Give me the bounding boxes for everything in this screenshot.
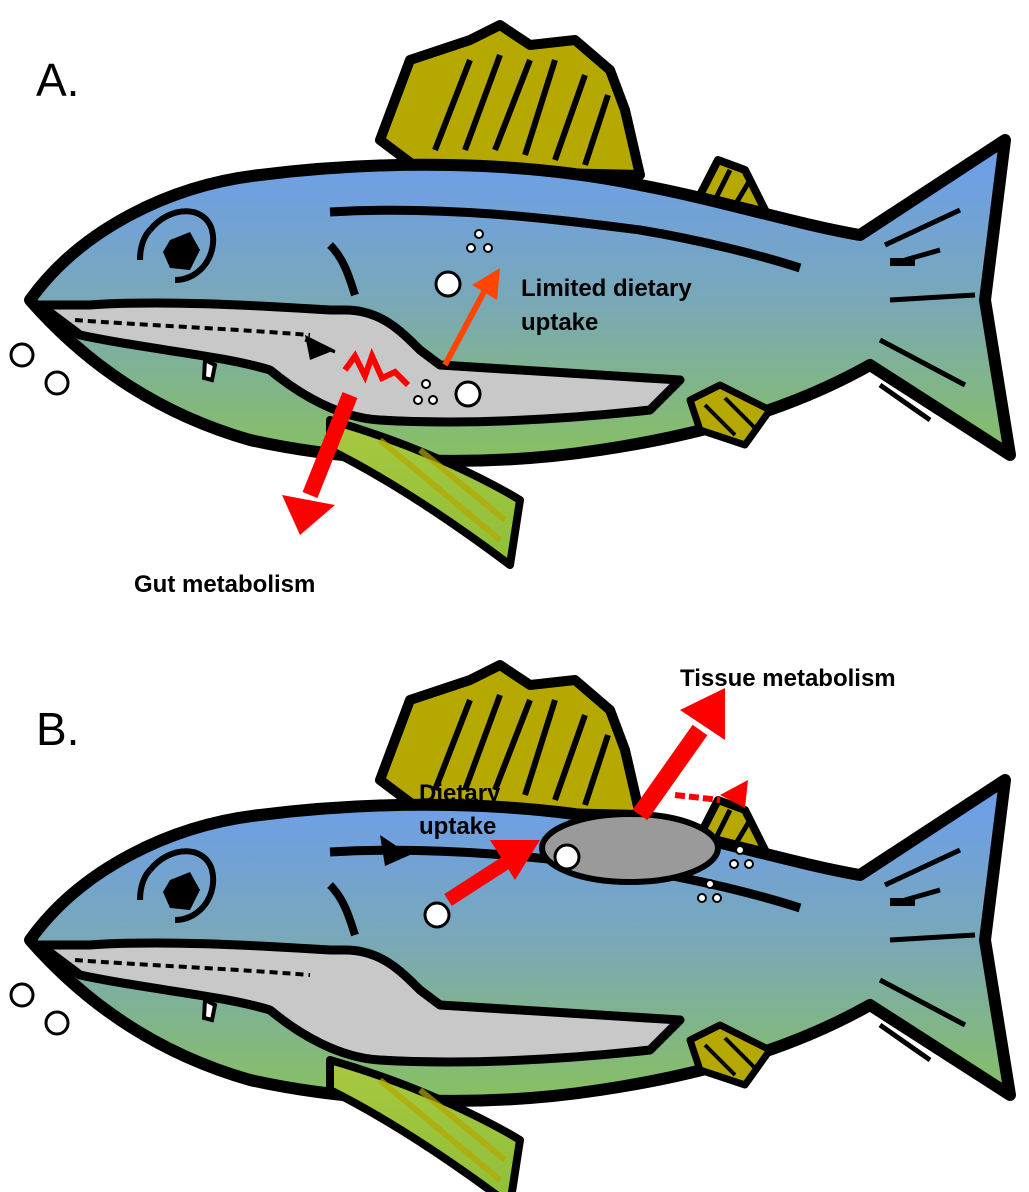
uptake-label-line2: uptake xyxy=(419,813,496,840)
uptake-label-line1: Dietary xyxy=(419,780,501,807)
molecule xyxy=(425,903,449,927)
tissue-metabolism-zigzag xyxy=(675,795,720,800)
panel-a: A. Limited dietary uptake Gut metabolism xyxy=(11,25,1010,598)
uptake-label-line1: Limited dietary xyxy=(521,275,692,302)
metabolism-label: Tissue metabolism xyxy=(680,665,896,692)
metabolism-label: Gut metabolism xyxy=(134,571,315,598)
panel-b: B. Dietary uptake Tissue metabolism xyxy=(11,665,1010,1192)
molecule xyxy=(436,272,460,296)
gut-metabolism-arrow xyxy=(282,495,335,535)
panel-letter: B. xyxy=(36,703,79,755)
molecule xyxy=(555,845,579,869)
molecule xyxy=(456,382,480,406)
uptake-label-line2: uptake xyxy=(521,309,598,336)
fish-illustration xyxy=(11,25,1010,565)
fish-illustration xyxy=(11,665,1010,1192)
panel-letter: A. xyxy=(36,54,79,106)
